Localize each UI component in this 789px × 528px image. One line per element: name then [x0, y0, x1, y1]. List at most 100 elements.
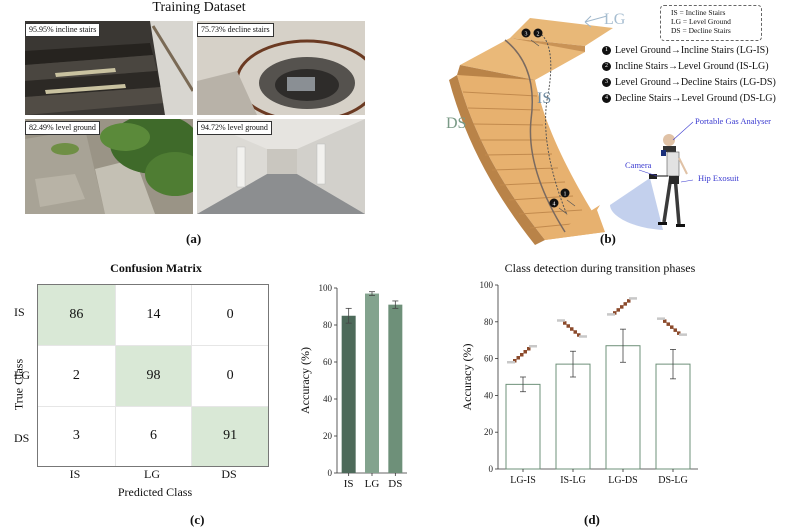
- ground-segment: [657, 317, 665, 320]
- y-tick-label: 40: [484, 390, 494, 400]
- panel-a-title: Training Dataset: [152, 0, 246, 15]
- label-gas-analyser: Portable Gas Analyser: [695, 116, 772, 126]
- stair-step: [666, 322, 670, 326]
- transition-number: 4: [602, 94, 611, 104]
- marker-3: 3: [521, 28, 531, 38]
- stair-step: [577, 333, 581, 337]
- transition-text: Level Ground→Incline Stairs (LG-IS): [615, 45, 769, 56]
- transition-text: Level Ground→Decline Stairs (LG-DS): [615, 77, 776, 88]
- panel-a-tag: (a): [186, 231, 202, 246]
- ground-segment: [629, 297, 637, 300]
- y-tick-label: 40: [323, 394, 333, 404]
- y-tick-label: 100: [319, 283, 333, 293]
- bar: [505, 383, 541, 470]
- stair-step: [616, 308, 620, 312]
- panel-d-tag: (d): [584, 512, 600, 527]
- bar: [555, 363, 591, 470]
- staircase-illustration: 3 2 1 4: [449, 15, 694, 245]
- col-label: IS: [69, 467, 81, 481]
- transition-item: 4 Decline Stairs→Level Ground (DS-LG): [602, 91, 776, 107]
- y-axis-label: Accuracy (%): [298, 347, 312, 414]
- marker-1: 1: [560, 188, 570, 198]
- label-lg: LG: [604, 11, 626, 28]
- confusion-matrix-title: Confusion Matrix: [110, 261, 202, 275]
- matrix-cell: 6: [114, 405, 192, 466]
- row-label: DS: [14, 431, 30, 445]
- photo-incline-stairs: 95.95% incline stairs: [25, 21, 193, 115]
- stair-step: [523, 350, 527, 354]
- marker-4-text: 4: [553, 202, 556, 208]
- x-tick-label: LG-IS: [510, 475, 536, 486]
- stair-step: [520, 353, 524, 357]
- y-tick-label: 100: [480, 280, 494, 290]
- stair-step: [677, 331, 681, 335]
- row-label: LG: [14, 368, 30, 382]
- matrix-cell: 0: [191, 285, 268, 346]
- y-tick-label: 80: [323, 320, 333, 330]
- photo-level-ground-corridor: 94.72% level ground: [197, 119, 365, 214]
- person-figure: [649, 134, 688, 227]
- x-tick-label: LG: [365, 478, 380, 490]
- key-line-lg: LG = Level Ground: [671, 17, 731, 26]
- stair-step: [573, 330, 577, 334]
- bar: [341, 315, 356, 473]
- y-tick-label: 60: [323, 357, 333, 367]
- ground-segment: [557, 319, 565, 322]
- marker-3-text: 3: [525, 32, 528, 38]
- matrix-cell: 3: [38, 405, 115, 466]
- col-label: DS: [221, 467, 237, 481]
- bar: [655, 363, 691, 470]
- panel-b-tag: (b): [600, 231, 616, 246]
- ground-segment: [529, 345, 537, 348]
- transition-number: 2: [602, 62, 611, 72]
- marker-2-text: 2: [537, 32, 540, 38]
- label-ds: DS: [446, 115, 467, 132]
- stair-step: [620, 305, 624, 309]
- stair-transition-icon: [607, 297, 637, 316]
- matrix-cell: 0: [191, 345, 268, 406]
- incline-stairs-image: [25, 21, 193, 115]
- transition-chart-title: Class detection during transition phases: [504, 261, 696, 275]
- transition-number: 1: [602, 46, 611, 56]
- panel-c-tag: (c): [190, 512, 205, 527]
- stair-step: [513, 359, 517, 363]
- ground-segment: [579, 335, 587, 338]
- photo-decline-stairs: 75.73% decline stairs: [197, 21, 365, 115]
- stair-step: [663, 319, 667, 323]
- y-tick-label: 80: [484, 317, 494, 327]
- marker-4: 4: [549, 198, 559, 208]
- label-is: IS: [537, 90, 552, 107]
- ground-segment: [679, 333, 687, 336]
- bar: [388, 304, 403, 473]
- stair-step: [623, 302, 627, 306]
- stair-step: [670, 325, 674, 329]
- ground-segment: [507, 361, 515, 364]
- stair-transition-icon: [557, 319, 587, 338]
- true-class-label: True Class: [11, 358, 26, 411]
- key-line-ds: DS = Decline Stairs: [671, 26, 731, 35]
- matrix-cell: 2: [38, 345, 115, 405]
- stair-transition-icon: [507, 345, 537, 364]
- x-tick-label: DS-LG: [658, 475, 687, 486]
- stair-step: [566, 324, 570, 328]
- col-label: LG: [144, 467, 160, 481]
- photo-label: 95.95% incline stairs: [25, 23, 101, 37]
- photo-label: 75.73% decline stairs: [197, 23, 274, 37]
- y-tick-label: 20: [484, 427, 494, 437]
- stair-step: [570, 327, 574, 331]
- transition-item: 1 Level Ground→Incline Stairs (LG-IS): [602, 43, 776, 59]
- x-tick-label: IS: [344, 478, 354, 490]
- stair-step: [613, 311, 617, 315]
- predicted-class-label: Predicted Class: [117, 485, 193, 499]
- transition-list: 1 Level Ground→Incline Stairs (LG-IS) 2 In…: [602, 43, 776, 107]
- stair-step: [627, 299, 631, 303]
- stair-step: [673, 328, 677, 332]
- transition-text: Incline Stairs→Level Ground (IS-LG): [615, 61, 769, 72]
- stair-step: [563, 321, 567, 325]
- matrix-cell: 14: [114, 285, 192, 346]
- transition-text: Decline Stairs→Level Ground (DS-LG): [615, 93, 776, 104]
